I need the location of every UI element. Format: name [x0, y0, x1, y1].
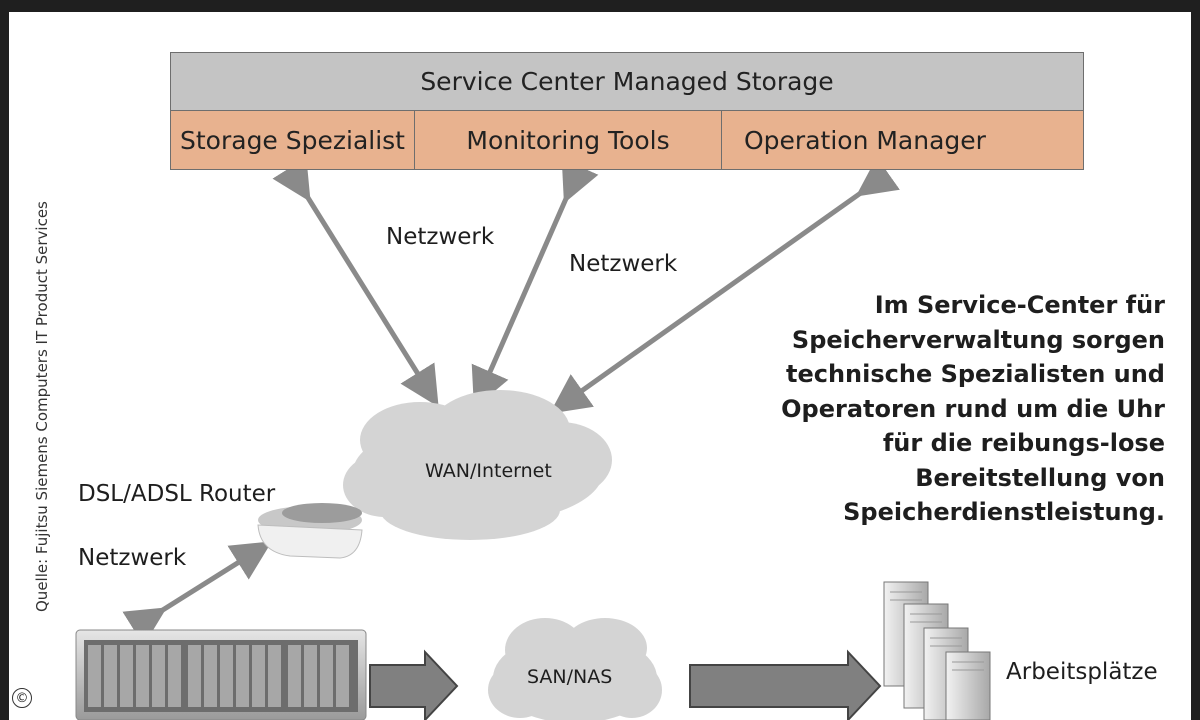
cell-operation-manager: Operation Manager	[722, 111, 1083, 169]
router-device	[257, 503, 363, 559]
description-text: Im Service-Center für Speicherverwaltung…	[781, 291, 1165, 526]
block-arrow-to-san	[369, 649, 459, 720]
source-credit: Quelle: Fujitsu Siemens Computers IT Pro…	[33, 201, 51, 612]
label-netzwerk-3: Netzwerk	[78, 545, 187, 571]
label-router: DSL/ADSL Router	[78, 481, 276, 507]
wan-cloud	[343, 390, 612, 540]
service-center-title: Service Center Managed Storage	[171, 53, 1083, 111]
copyright-icon: ©	[12, 688, 32, 708]
router-arrow	[122, 541, 272, 646]
storage-server	[75, 629, 367, 720]
label-san: SAN/NAS	[527, 666, 613, 688]
workstation-towers	[883, 581, 991, 720]
service-center-box: Service Center Managed Storage Storage S…	[170, 52, 1084, 170]
label-netzwerk-1: Netzwerk	[386, 224, 495, 250]
network-arrow-1	[272, 157, 439, 407]
network-arrow-2	[471, 158, 599, 409]
label-wan: WAN/Internet	[425, 460, 552, 482]
right-border	[1191, 0, 1200, 720]
block-arrow-to-workstations	[689, 649, 882, 720]
cell-monitoring-tools: Monitoring Tools	[415, 111, 722, 169]
cell-storage-spezialist: Storage Spezialist	[171, 111, 415, 169]
left-border	[0, 0, 9, 720]
san-cloud	[488, 618, 662, 720]
label-arbeitsplaetze: Arbeitsplätze	[1006, 659, 1158, 685]
label-netzwerk-2: Netzwerk	[569, 251, 678, 277]
network-arrow-3	[549, 157, 900, 414]
top-border	[0, 0, 1200, 12]
